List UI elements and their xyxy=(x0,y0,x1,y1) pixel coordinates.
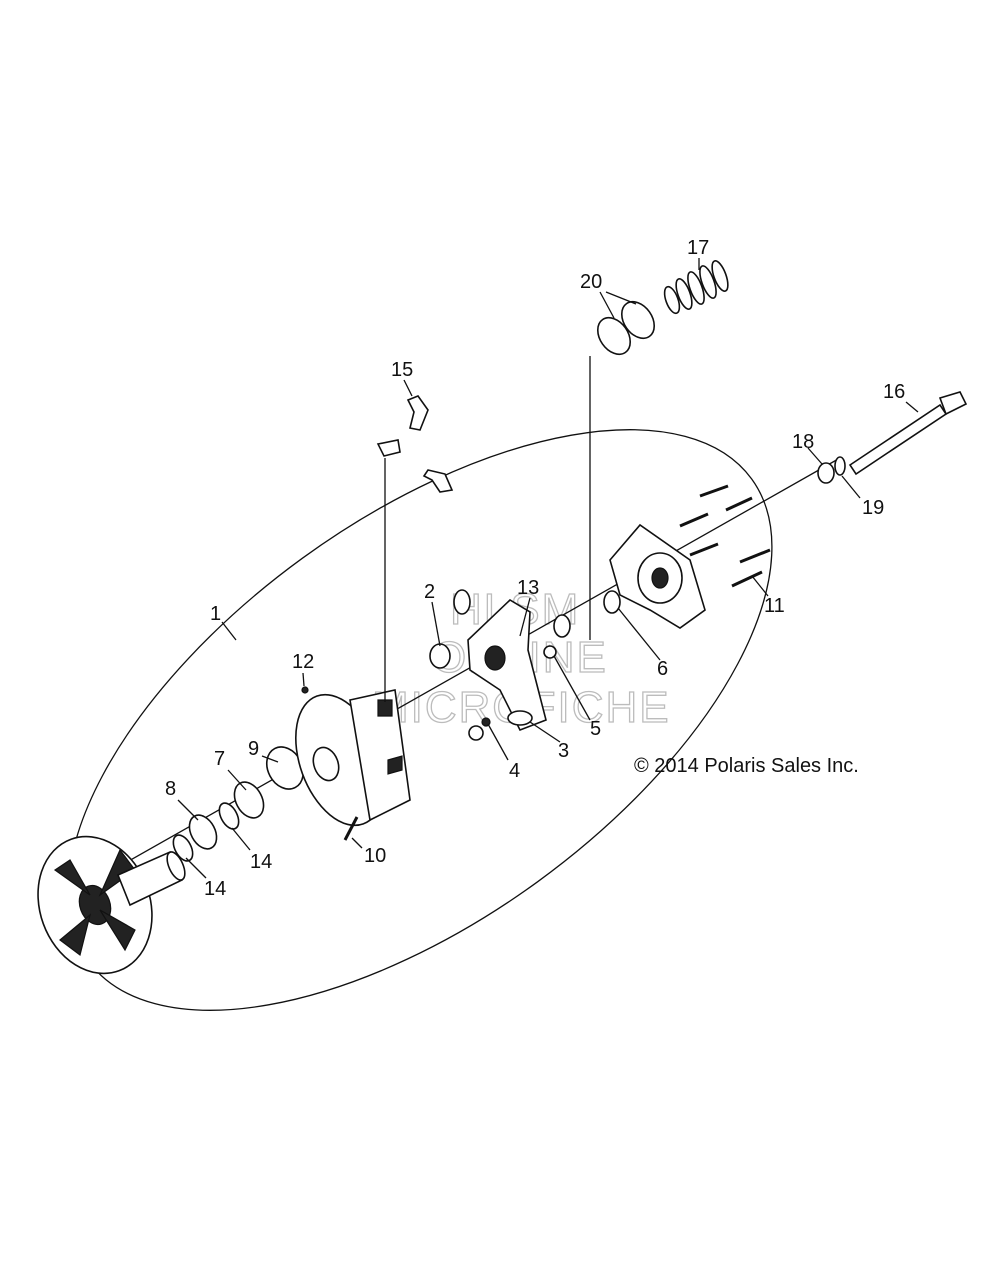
callout-12: 12 xyxy=(292,651,314,673)
callout-19: 19 xyxy=(862,497,884,519)
cover-6 xyxy=(609,523,706,629)
callout-13: 13 xyxy=(517,577,539,599)
callout-15: 15 xyxy=(391,359,413,381)
spring-17 xyxy=(663,260,729,315)
washer-19 xyxy=(834,456,846,476)
leader-9 xyxy=(261,755,279,763)
leader-7 xyxy=(227,769,247,791)
callout-7: 7 xyxy=(214,748,225,770)
callout-14a: 14 xyxy=(204,878,226,900)
leader-20-b xyxy=(605,291,637,305)
weights-15 xyxy=(376,395,454,493)
o-ring-20-b xyxy=(620,300,656,340)
leader-14a xyxy=(185,857,207,879)
callout-16: 16 xyxy=(883,381,905,403)
bolts-11 xyxy=(679,484,771,588)
callout-1: 1 xyxy=(210,603,221,625)
callout-14b: 14 xyxy=(250,851,272,873)
leader-16 xyxy=(905,401,919,413)
callout-11: 11 xyxy=(764,595,785,617)
moveable-sheave xyxy=(294,689,411,827)
bolt-16 xyxy=(848,391,968,476)
fixed-sheave xyxy=(37,835,186,975)
leader-5 xyxy=(553,655,591,721)
leader-2 xyxy=(431,601,441,647)
copyright-notice: © 2014 Polaris Sales Inc. xyxy=(634,755,859,777)
leader-19 xyxy=(841,475,861,499)
nut-18 xyxy=(817,462,835,484)
pin-10 xyxy=(343,816,359,841)
button-13 xyxy=(453,589,471,615)
leader-6 xyxy=(617,607,661,661)
leader-20-a xyxy=(599,291,615,319)
bushing-6 xyxy=(603,590,621,614)
o-ring-14-left xyxy=(172,834,194,862)
leader-15 xyxy=(403,379,413,397)
callout-3: 3 xyxy=(558,740,569,762)
callout-2: 2 xyxy=(424,581,435,603)
bushing-spider xyxy=(553,614,571,638)
callout-17: 17 xyxy=(687,237,709,259)
o-ring-14-right xyxy=(218,802,240,830)
leader-12 xyxy=(302,672,305,687)
leader-1 xyxy=(221,621,237,641)
o-ring-20-a xyxy=(596,316,632,356)
callout-18: 18 xyxy=(792,431,814,453)
assembly-axis xyxy=(59,457,841,901)
callout-8: 8 xyxy=(165,778,176,800)
leader-11 xyxy=(751,575,769,597)
screw-12 xyxy=(301,686,309,694)
callout-5: 5 xyxy=(590,718,601,740)
leader-14b xyxy=(231,827,251,851)
leader-18 xyxy=(807,447,823,465)
leader-13 xyxy=(519,597,531,637)
callout-9: 9 xyxy=(248,738,259,760)
leader-4 xyxy=(487,723,509,761)
leader-3 xyxy=(529,721,561,743)
washer-5 xyxy=(543,645,557,659)
leader-10 xyxy=(351,837,363,849)
callout-6: 6 xyxy=(657,658,668,680)
leader-8 xyxy=(177,799,199,821)
spider-3 xyxy=(467,599,547,732)
callout-20: 20 xyxy=(580,271,602,293)
callout-10: 10 xyxy=(364,845,386,867)
roller-2 xyxy=(429,643,451,669)
callout-4: 4 xyxy=(509,760,520,782)
callout-labels: 1 2 3 4 5 6 7 8 9 10 11 12 13 14 14 15 1… xyxy=(165,237,905,900)
